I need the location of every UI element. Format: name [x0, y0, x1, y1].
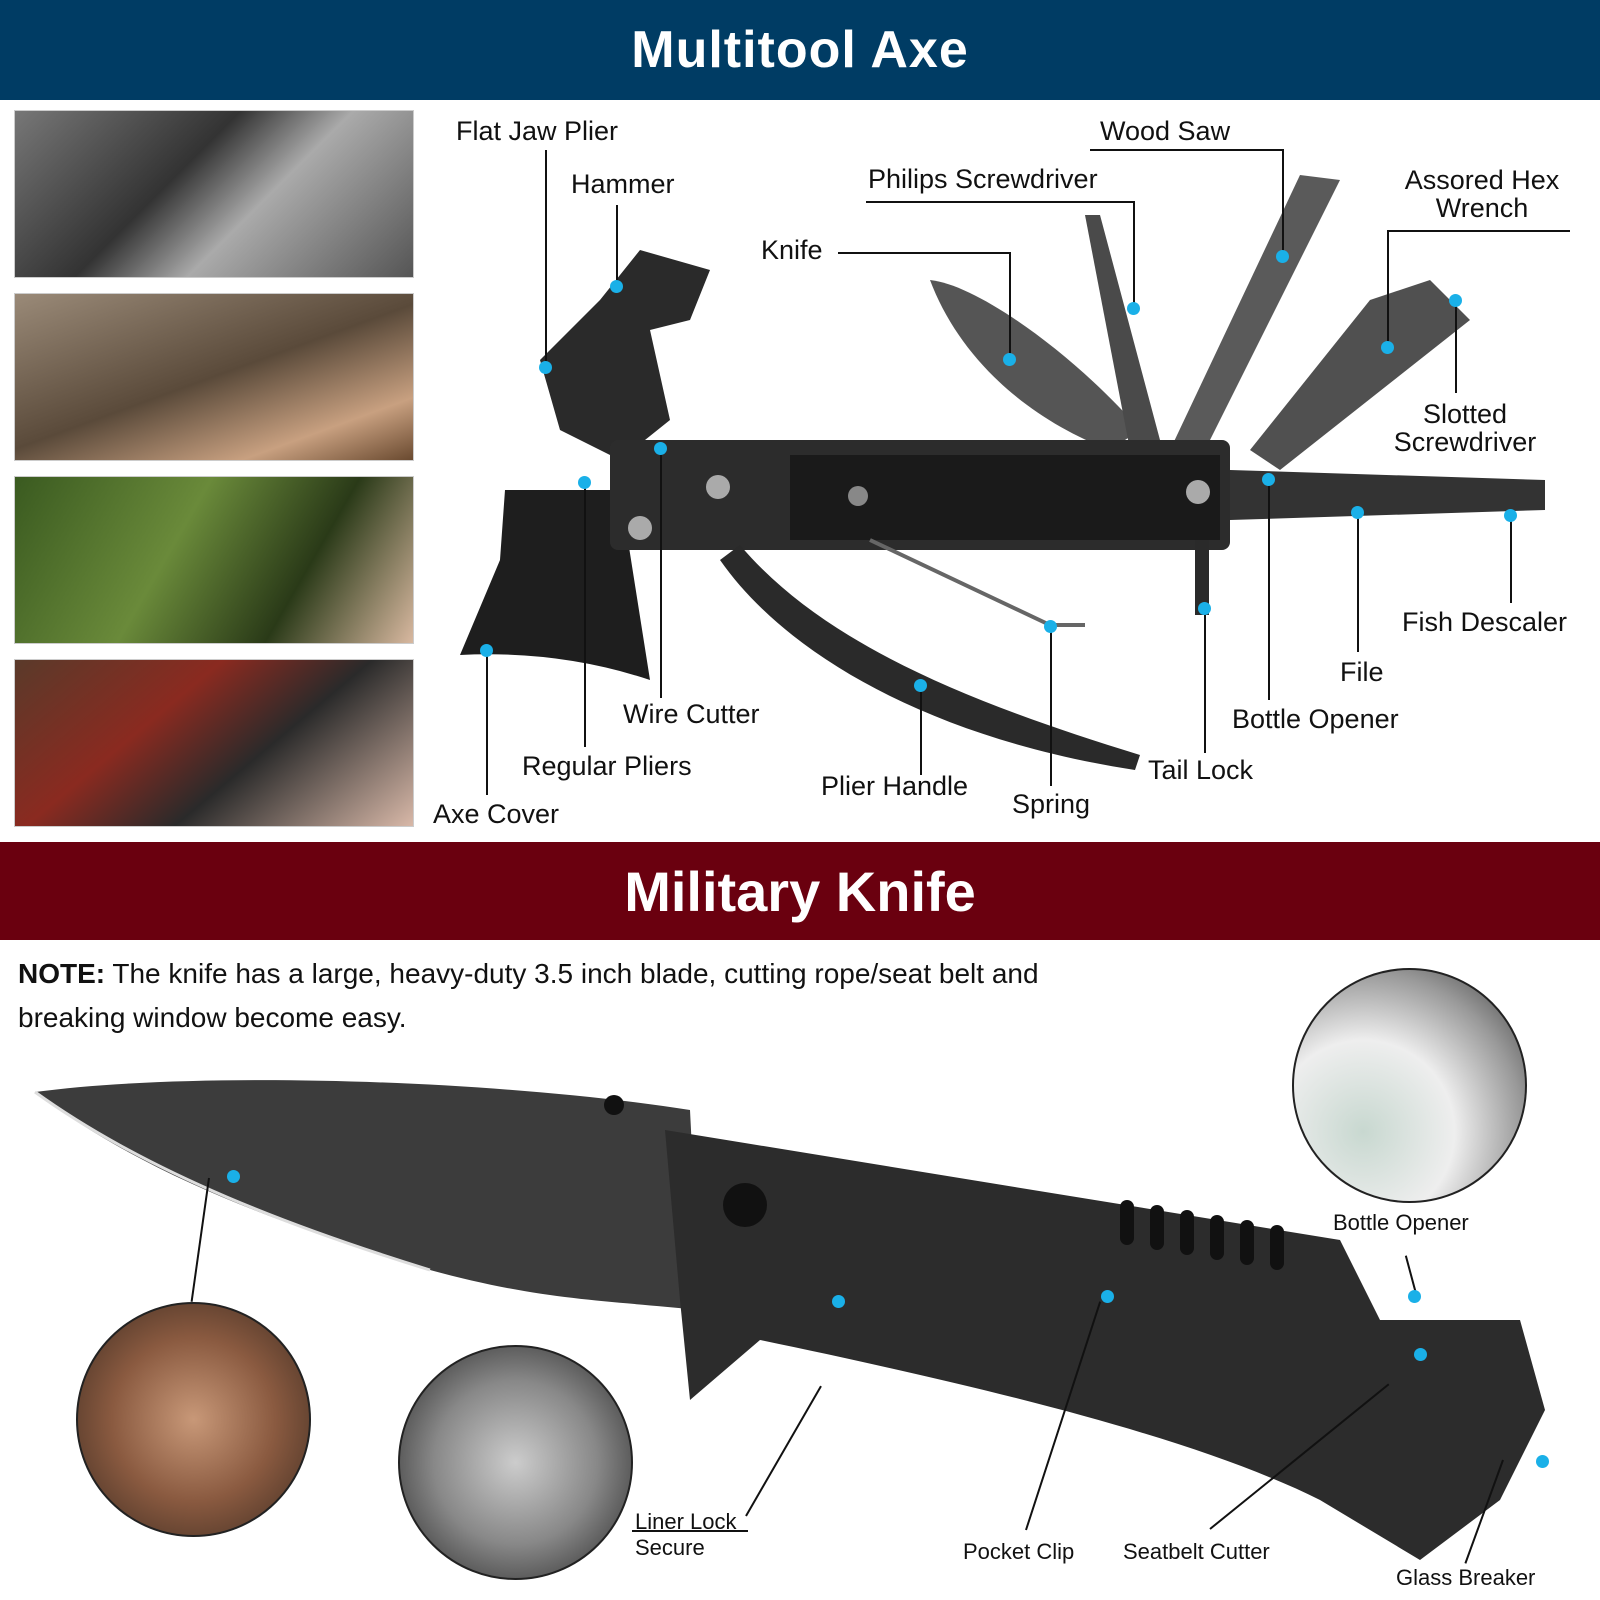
- section-title: Military Knife: [624, 859, 976, 923]
- label-regular-pliers: Regular Pliers: [522, 751, 692, 781]
- label-seatbelt-cutter: Seatbelt Cutter: [1123, 1539, 1270, 1564]
- label-plier-handle: Plier Handle: [821, 771, 969, 801]
- label-tail-lock: Tail Lock: [1148, 755, 1254, 785]
- multitool-illustration: [460, 175, 1545, 770]
- label-spring: Spring: [1012, 789, 1091, 819]
- label-wood-saw: Wood Saw: [1100, 116, 1231, 146]
- label-knife-bottle-opener: Bottle Opener: [1333, 1210, 1469, 1235]
- label-knife: Knife: [761, 235, 823, 265]
- military-knife-banner: Military Knife: [0, 842, 1600, 940]
- liner-lock-detail-photo: [398, 1345, 633, 1580]
- opening-bottle-photo: [14, 659, 414, 827]
- label-wire-cutter: Wire Cutter: [623, 699, 760, 729]
- label-file: File: [1340, 657, 1384, 687]
- label-bottle-opener: Bottle Opener: [1232, 704, 1399, 734]
- label-assorted-hex-wrench: Assored Hex Wrench: [1404, 165, 1560, 224]
- label-hammer: Hammer: [571, 169, 675, 199]
- label-philips-screwdriver: Philips Screwdriver: [868, 164, 1098, 194]
- label-slotted-screwdriver: Slotted Screwdriver: [1393, 399, 1537, 458]
- label-flat-jaw-plier: Flat Jaw Plier: [456, 116, 619, 146]
- military-knife-illustration: [34, 1080, 1545, 1560]
- section-title: Multitool Axe: [631, 21, 969, 79]
- multitool-axe-banner: Multitool Axe: [0, 0, 1600, 100]
- chopping-branch-photo: [14, 476, 414, 644]
- note-text: NOTE: The knife has a large, heavy-duty …: [18, 958, 1039, 1033]
- bottle-opener-detail-photo: [1292, 968, 1527, 1203]
- label-fish-descaler: Fish Descaler: [1402, 607, 1568, 637]
- label-axe-cover: Axe Cover: [433, 799, 560, 829]
- label-glass-breaker: Glass Breaker: [1396, 1565, 1536, 1590]
- label-liner-lock-secure: Liner Lock Secure: [635, 1509, 737, 1561]
- label-pocket-clip: Pocket Clip: [963, 1539, 1075, 1564]
- hammering-nail-photo: [14, 293, 414, 461]
- whittling-photo: [76, 1302, 311, 1537]
- cutting-wire-photo: [14, 110, 414, 278]
